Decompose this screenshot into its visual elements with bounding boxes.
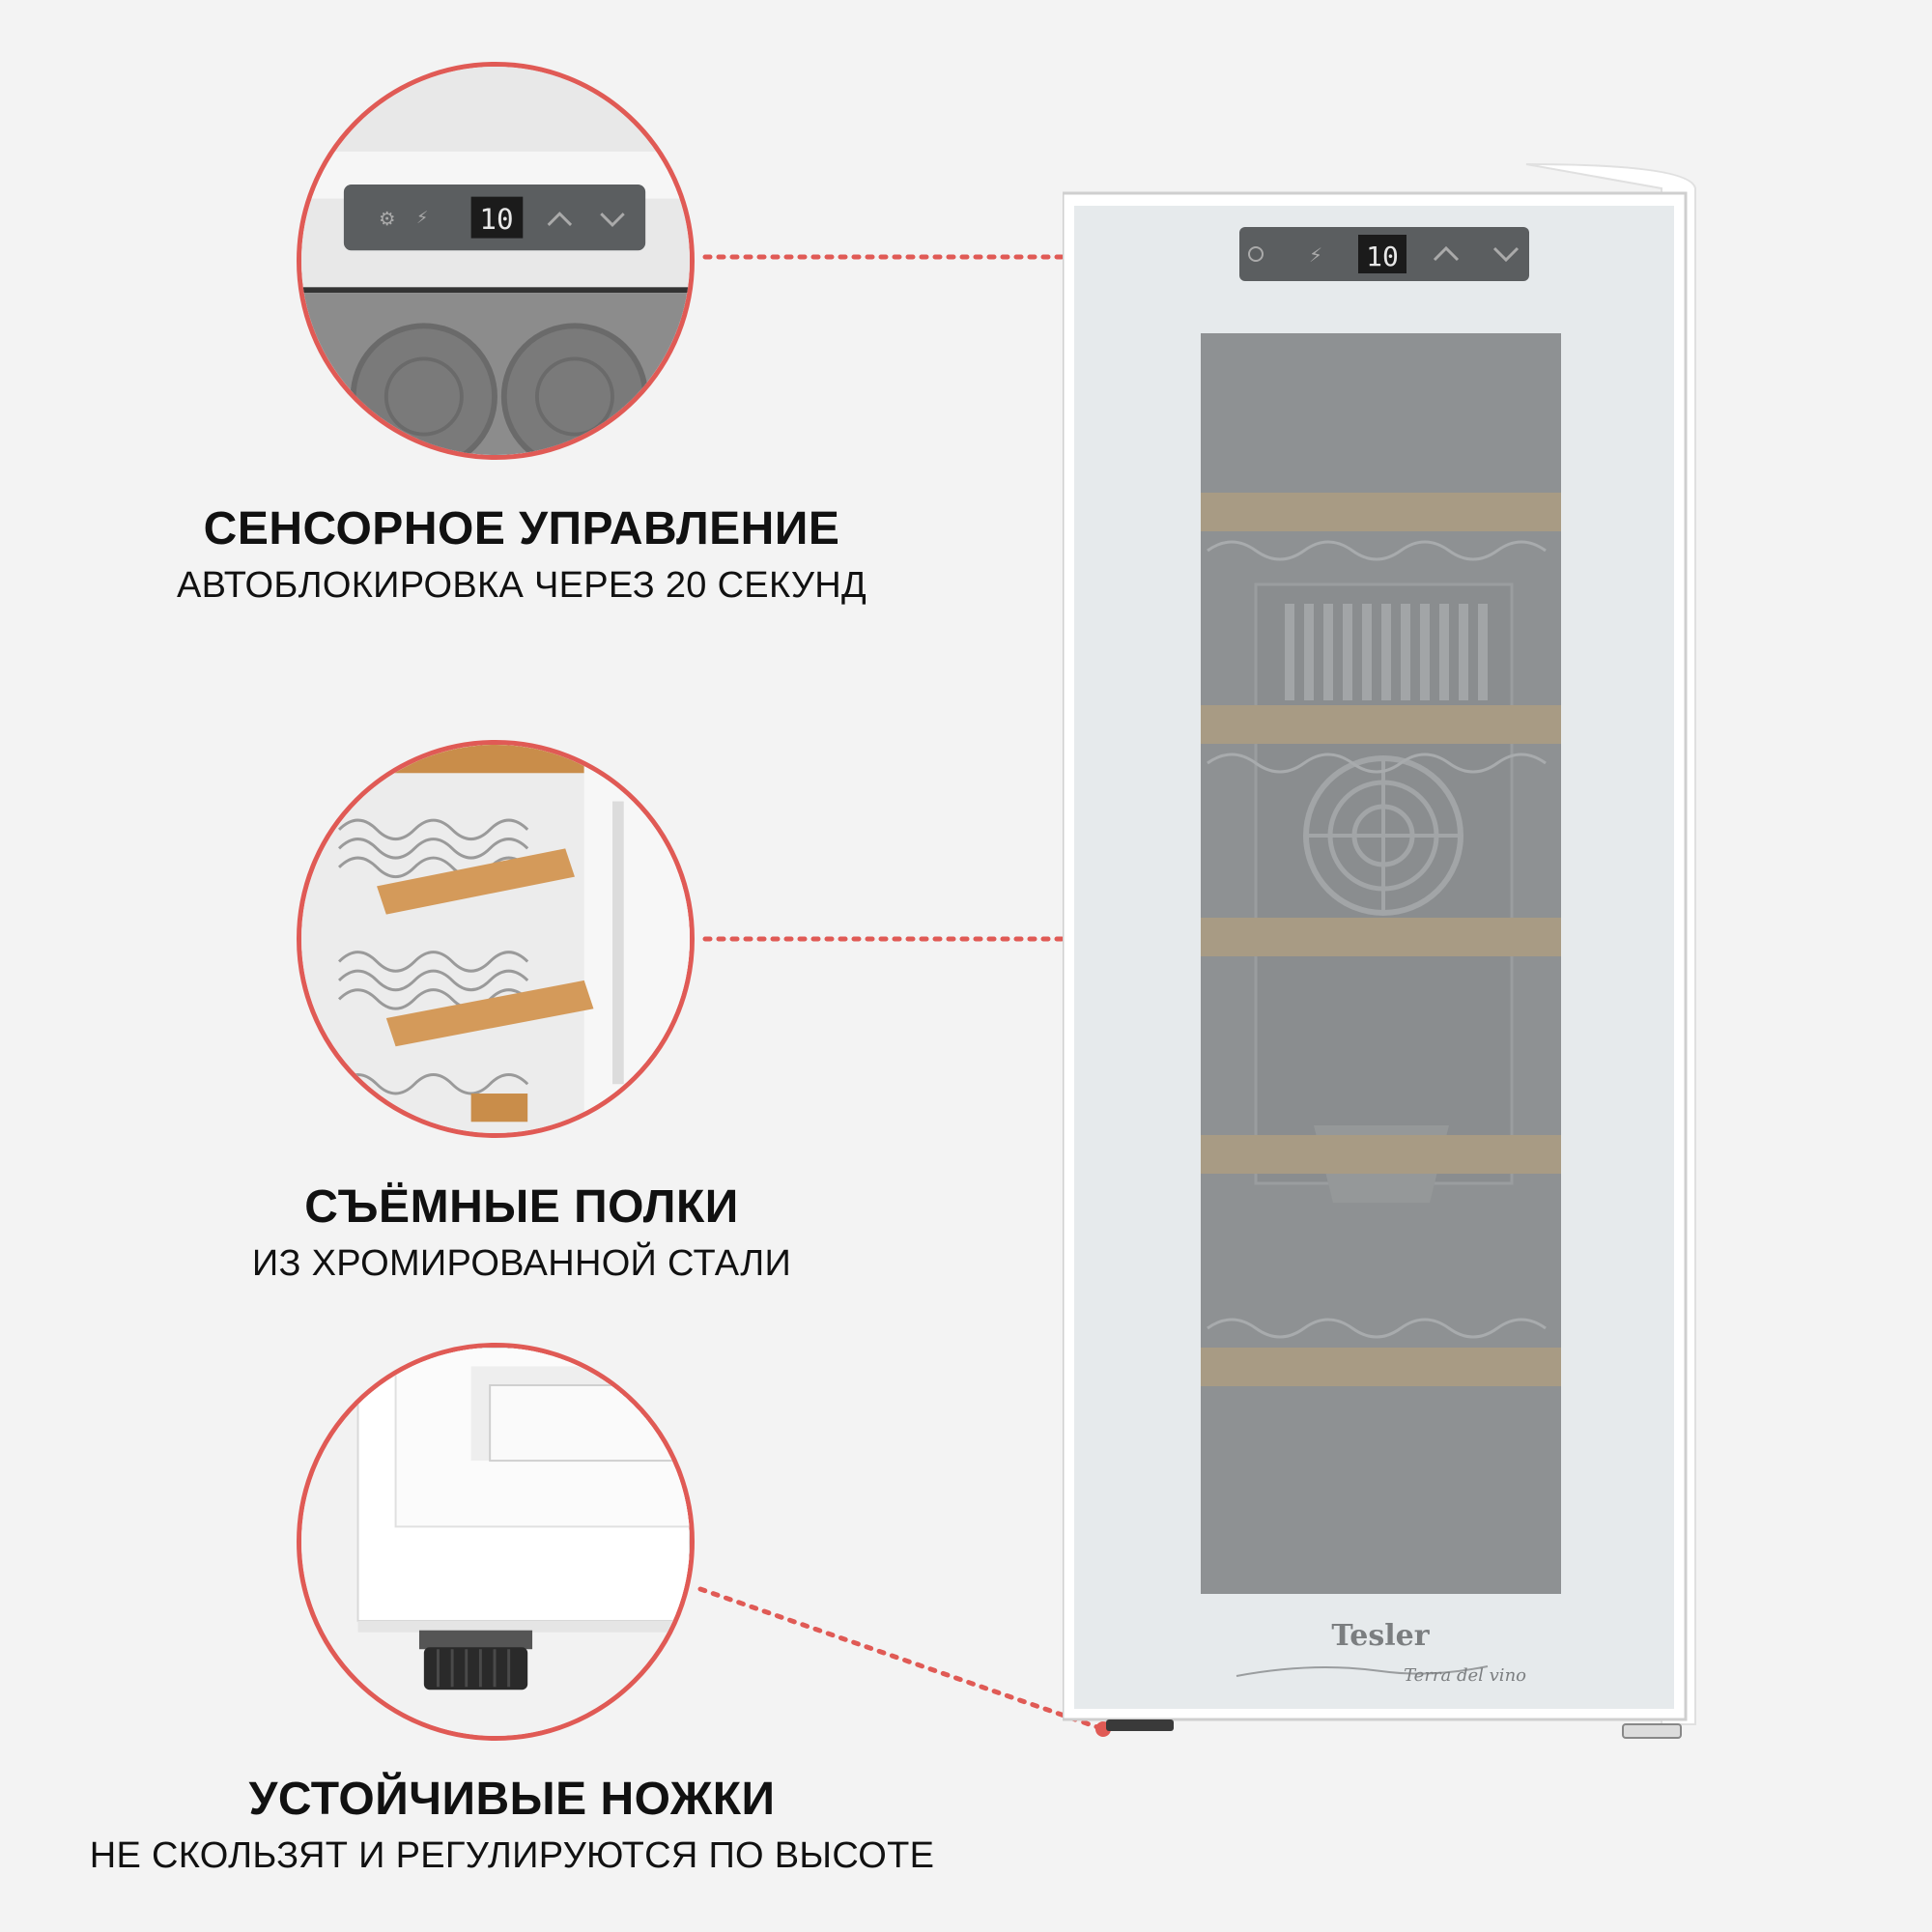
feature-title: СЕНСОРНОЕ УПРАВЛЕНИЕ [203, 503, 840, 554]
svg-text:⚙: ⚙ [379, 208, 395, 230]
wine-cooler-illustration: ⚡ 10 Tesler Terra del vino [1063, 163, 1696, 1739]
chevron-up-icon [1433, 245, 1460, 262]
shelves-closeup [297, 740, 695, 1138]
svg-text:10: 10 [479, 203, 513, 236]
leader-line-feet [697, 1586, 1106, 1732]
feature-subtitle: НЕ СКОЛЬЗЯТ И РЕГУЛИРУЮТСЯ ПО ВЫСОТЕ [89, 1835, 935, 1876]
shelf-front [1201, 1348, 1561, 1386]
mode-icon: ⚡ [1309, 243, 1322, 267]
feature-shelves-text: СЪЁМНЫЕ ПОЛКИ ИЗ ХРОМИРОВАННОЙ СТАЛИ [77, 1180, 966, 1285]
feature-feet-text: УСТОЙЧИВЫЕ НОЖКИ НЕ СКОЛЬЗЯТ И РЕГУЛИРУЮ… [19, 1773, 1005, 1877]
rear-foot [1622, 1723, 1682, 1739]
temperature-value: 10 [1366, 241, 1399, 272]
brand-logo: Tesler [1331, 1619, 1430, 1653]
shelf-front [1201, 1135, 1561, 1174]
series-logo: Terra del vino [1404, 1665, 1526, 1686]
feature-subtitle: АВТОБЛОКИРОВКА ЧЕРЕЗ 20 СЕКУНД [176, 565, 867, 606]
shelf-front [1201, 705, 1561, 744]
foot-illustration [301, 1348, 690, 1736]
touch-control-closeup: ⚙ ⚡ 10 [297, 62, 695, 460]
light-icon [1248, 246, 1264, 262]
feet-closeup [297, 1343, 695, 1741]
touch-panel-illustration: ⚙ ⚡ 10 [301, 67, 690, 455]
feature-touch-text: СЕНСОРНОЕ УПРАВЛЕНИЕ АВТОБЛОКИРОВКА ЧЕРЕ… [77, 502, 966, 607]
front-foot [1106, 1719, 1174, 1731]
feature-title: СЪЁМНЫЕ ПОЛКИ [304, 1181, 739, 1233]
shelves-illustration [301, 745, 690, 1133]
svg-text:⚡: ⚡ [416, 209, 428, 228]
shelf-front [1201, 493, 1561, 531]
temperature-display [1358, 235, 1406, 273]
feature-title: УСТОЙЧИВЫЕ НОЖКИ [248, 1774, 776, 1825]
feature-subtitle: ИЗ ХРОМИРОВАННОЙ СТАЛИ [251, 1243, 792, 1284]
chevron-down-icon [1492, 246, 1520, 263]
shelf-front [1201, 918, 1561, 956]
